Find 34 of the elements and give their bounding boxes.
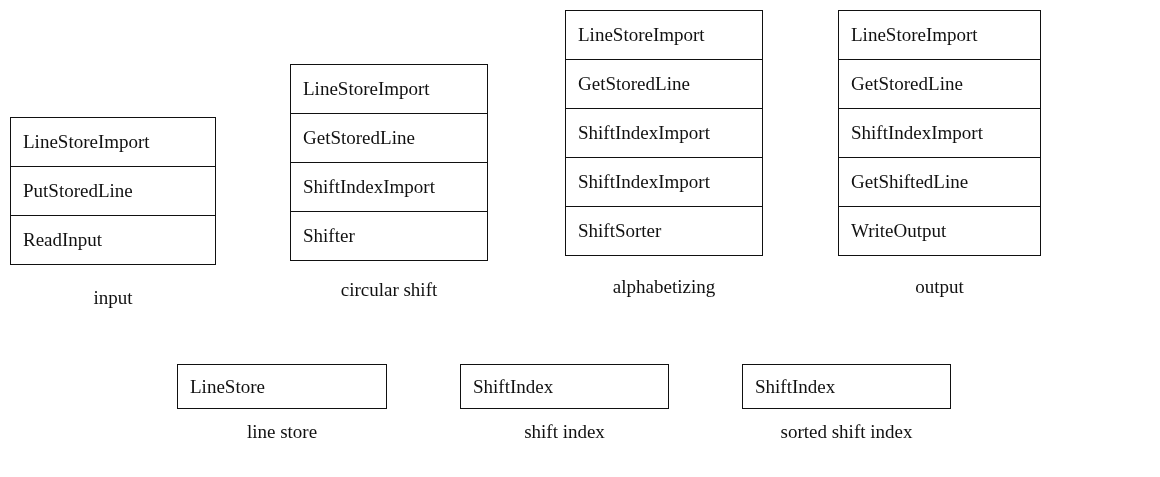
- module-caption: alphabetizing: [612, 276, 716, 298]
- data-box: [177, 364, 387, 409]
- module-caption: line store: [246, 421, 318, 443]
- module-name: ShiftIndex: [472, 375, 555, 398]
- function-name: GetStoredLine: [851, 73, 963, 95]
- function-name: LineStoreImport: [303, 78, 430, 100]
- function-name: ReadInput: [23, 229, 103, 251]
- function-name: ShiftIndexImport: [578, 122, 710, 144]
- function-name: GetShiftedLine: [851, 171, 969, 193]
- data-box: [460, 364, 669, 409]
- module-caption: shift index: [524, 421, 605, 443]
- function-name: LineStoreImport: [23, 131, 150, 153]
- module-box: [290, 64, 488, 261]
- module-caption: output: [915, 276, 964, 298]
- module-box: [838, 10, 1041, 256]
- module-caption: sorted shift index: [780, 421, 913, 443]
- module-box: [10, 117, 216, 265]
- function-name: LineStoreImport: [578, 24, 705, 46]
- data-box: [742, 364, 951, 409]
- module-caption: input: [93, 287, 133, 309]
- module-caption: circular shift: [340, 279, 438, 301]
- function-name: Shifter: [303, 225, 355, 247]
- module-box: [565, 10, 763, 256]
- function-name: PutStoredLine: [23, 180, 133, 202]
- module-name: LineStore: [189, 375, 266, 398]
- function-name: GetStoredLine: [303, 127, 415, 149]
- function-name: ShiftIndexImport: [578, 171, 710, 193]
- function-name: GetStoredLine: [578, 73, 690, 95]
- function-name: ShiftIndexImport: [303, 176, 435, 198]
- function-name: WriteOutput: [851, 220, 947, 242]
- module-name: ShiftIndex: [754, 375, 837, 398]
- function-name: LineStoreImport: [851, 24, 978, 46]
- function-name: ShiftSorter: [578, 220, 662, 242]
- function-name: ShiftIndexImport: [851, 122, 983, 144]
